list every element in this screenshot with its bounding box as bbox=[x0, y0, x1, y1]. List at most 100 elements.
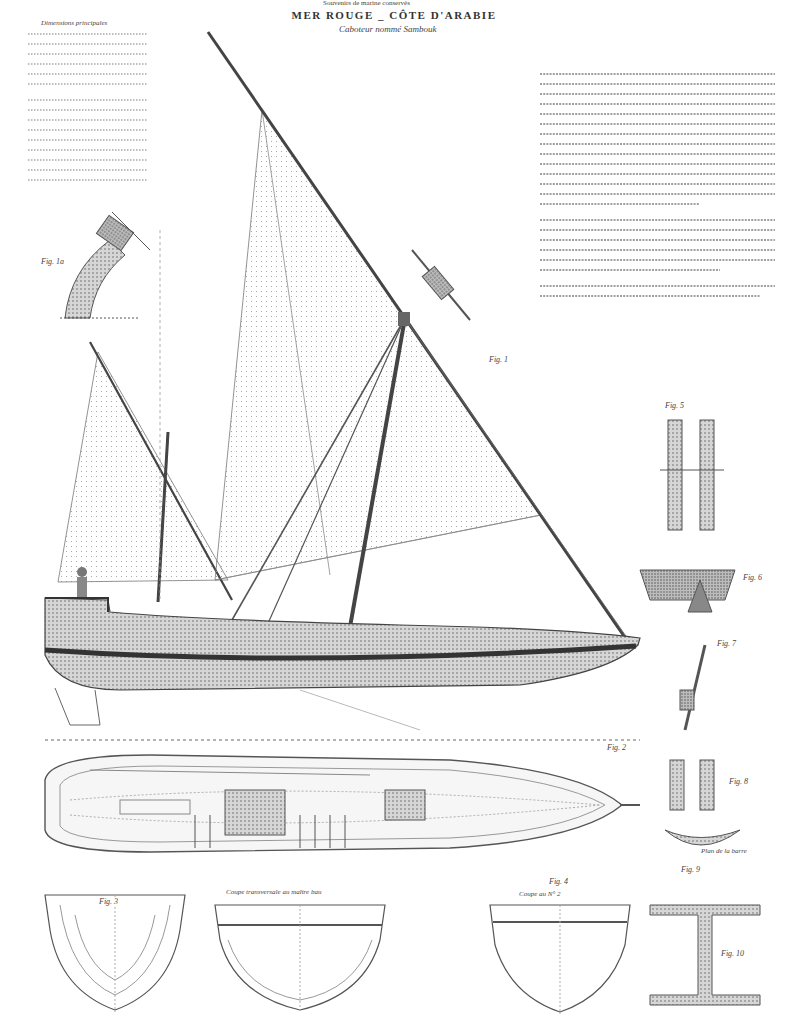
sail-cloth bbox=[215, 110, 541, 580]
text-line bbox=[540, 133, 775, 135]
text-line bbox=[540, 163, 775, 165]
detail-fig5 bbox=[700, 420, 714, 530]
detail-fig10 bbox=[650, 905, 760, 1005]
frame bbox=[315, 815, 316, 848]
table-row bbox=[28, 149, 148, 151]
frame bbox=[300, 815, 301, 848]
plate-caption: Caboteur nommé Sambouk bbox=[338, 25, 438, 35]
plate-caption: Dimensions principales bbox=[40, 20, 108, 28]
text-line bbox=[540, 203, 700, 205]
plate-caption: Souvenirs de marine conservés bbox=[322, 0, 411, 8]
figure-label: Coupe au N° 2 bbox=[518, 891, 562, 899]
fitting bbox=[422, 266, 454, 299]
detail-fig9 bbox=[665, 830, 740, 845]
spar bbox=[412, 250, 470, 320]
text-line bbox=[540, 143, 775, 145]
table-row bbox=[28, 33, 148, 35]
text-line bbox=[540, 249, 775, 251]
figure-label: Fig. 5 bbox=[664, 402, 685, 411]
detail-fig-1a bbox=[60, 212, 150, 318]
text-line bbox=[540, 123, 775, 125]
frame bbox=[195, 815, 196, 848]
figure-label: Fig. 10 bbox=[720, 950, 745, 959]
backstay bbox=[265, 318, 405, 630]
table-row bbox=[28, 63, 148, 65]
frame-contour bbox=[60, 905, 170, 995]
center-line bbox=[115, 895, 116, 1012]
frame bbox=[330, 815, 331, 848]
text-line bbox=[540, 83, 775, 85]
poop-rail bbox=[45, 598, 108, 612]
figure-label: Fig. 2 bbox=[606, 744, 627, 753]
cross-sections bbox=[45, 895, 630, 1014]
detail-fig7 bbox=[680, 690, 694, 710]
detail-fig6 bbox=[640, 570, 735, 600]
detail-fig7 bbox=[685, 645, 705, 730]
foot-rope bbox=[215, 515, 541, 580]
hatch bbox=[385, 790, 425, 820]
table-row bbox=[28, 169, 148, 171]
hull-outline bbox=[45, 755, 622, 852]
figure-label: Plan de la barre bbox=[700, 848, 748, 856]
figure-label: Fig. 8 bbox=[728, 778, 749, 787]
waterline bbox=[70, 791, 600, 805]
text-line bbox=[540, 113, 775, 115]
text-line bbox=[540, 239, 775, 241]
knee-piece bbox=[65, 240, 125, 318]
table-row bbox=[28, 159, 148, 161]
table-row bbox=[28, 119, 148, 121]
axis-line bbox=[112, 212, 150, 250]
bench bbox=[120, 800, 190, 814]
table-row bbox=[28, 129, 148, 131]
figure-label: Fig. 4 bbox=[548, 878, 569, 887]
yard-fitting-detail bbox=[412, 250, 470, 320]
table-row bbox=[28, 179, 148, 181]
rudder bbox=[55, 688, 100, 725]
deck-line bbox=[60, 766, 605, 842]
figure-label: Fig. 1a bbox=[40, 258, 65, 267]
bolt-line bbox=[660, 470, 724, 471]
frame bbox=[210, 815, 211, 848]
main-mast bbox=[345, 318, 405, 655]
center-line bbox=[560, 905, 561, 1014]
base-line bbox=[45, 740, 640, 741]
center-line bbox=[300, 905, 301, 1012]
text-line bbox=[540, 295, 760, 297]
text-line bbox=[540, 93, 775, 95]
text-line bbox=[540, 73, 775, 75]
text-line bbox=[540, 173, 775, 175]
text-line bbox=[540, 259, 775, 261]
description-block bbox=[540, 74, 775, 296]
plate-title: MER ROUGE _ CÔTE D'ARABIE bbox=[290, 9, 499, 21]
hatch bbox=[225, 790, 285, 835]
figure-label: Fig. 1 bbox=[488, 356, 509, 365]
text-line bbox=[540, 269, 720, 271]
beam-line bbox=[90, 770, 370, 775]
table-row bbox=[28, 43, 148, 45]
detail-fig8 bbox=[670, 760, 684, 810]
table-row bbox=[28, 73, 148, 75]
text-line bbox=[540, 103, 775, 105]
figure-label: Fig. 9 bbox=[680, 866, 701, 875]
wale bbox=[45, 646, 636, 658]
table-row bbox=[28, 139, 148, 141]
base-line bbox=[60, 318, 140, 319]
mizzen-sail bbox=[58, 342, 232, 602]
text-line bbox=[540, 229, 775, 231]
mast-head bbox=[398, 312, 410, 326]
table-row bbox=[28, 99, 148, 101]
dimension-table bbox=[28, 34, 148, 180]
hull-side bbox=[45, 598, 640, 690]
text-line bbox=[540, 193, 775, 195]
figure-label: Fig. 7 bbox=[716, 640, 737, 649]
text-line bbox=[540, 183, 775, 185]
detail-fig5 bbox=[668, 420, 682, 530]
figure-label: Coupe transversale au maître bau bbox=[225, 889, 322, 897]
fitting-details bbox=[640, 420, 760, 1005]
mizzen-mast bbox=[158, 432, 168, 602]
frame bbox=[345, 815, 346, 848]
seam bbox=[262, 110, 330, 575]
text-line bbox=[540, 219, 775, 221]
table-row bbox=[28, 53, 148, 55]
backstay bbox=[232, 318, 405, 620]
